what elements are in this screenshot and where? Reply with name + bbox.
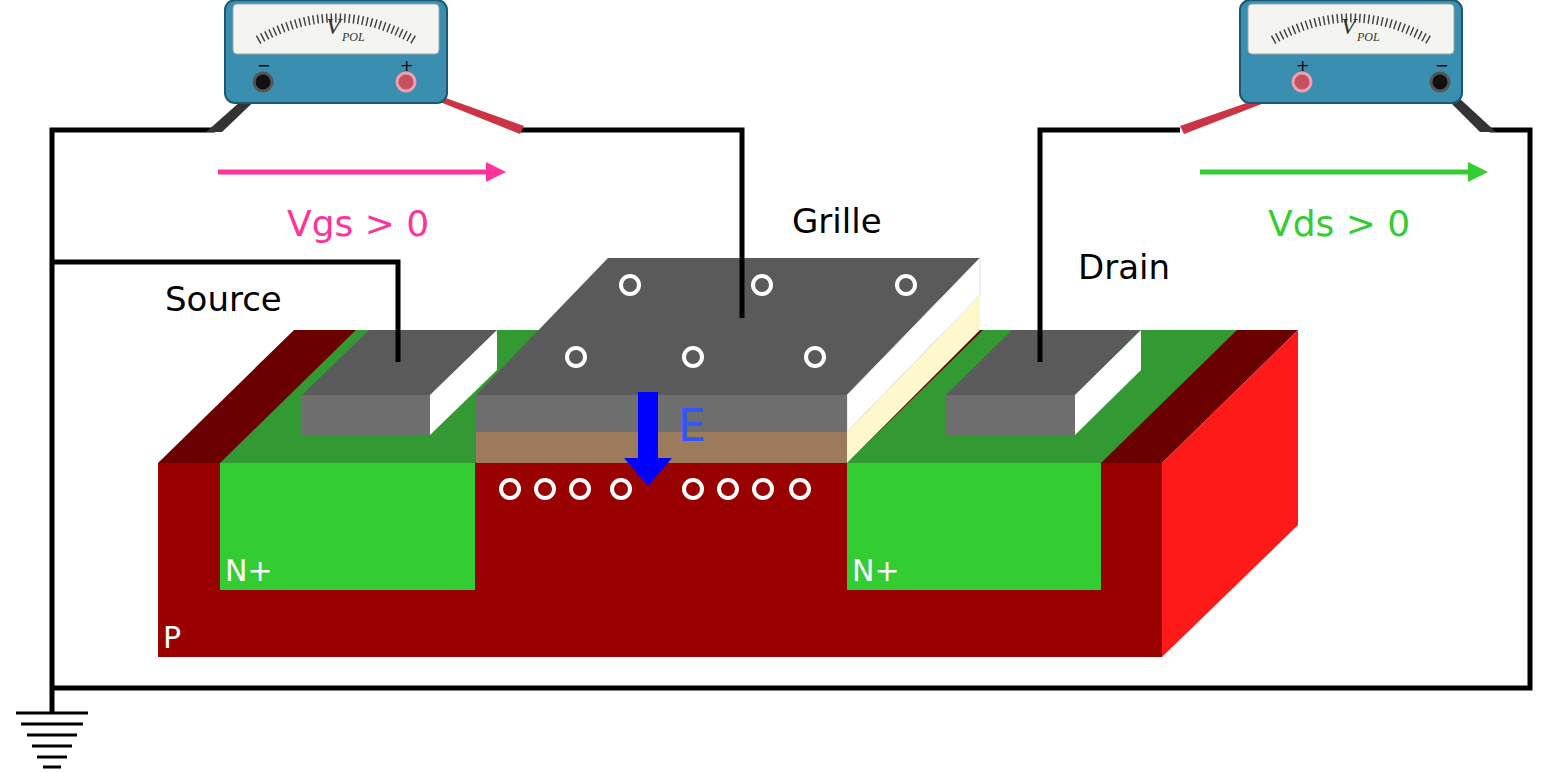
wire xyxy=(50,688,55,712)
ground-bar xyxy=(32,745,72,748)
field-label: E xyxy=(678,404,706,448)
meter-terminal xyxy=(1293,73,1311,91)
electron-circle xyxy=(536,480,554,498)
electron-circle xyxy=(684,480,702,498)
drain-contact-front xyxy=(946,395,1075,435)
vgs-arrowhead xyxy=(486,162,506,182)
n-plus-region: N+ xyxy=(220,463,475,590)
region-label: P xyxy=(163,623,181,653)
n-plus-region: N+ xyxy=(847,463,1101,590)
drain-contact-side xyxy=(1075,330,1141,435)
terminal-name: Grille xyxy=(792,204,882,238)
voltmeter xyxy=(206,0,524,134)
vds-arrowhead xyxy=(1468,162,1488,182)
electron-circle xyxy=(791,480,809,498)
voltmeter xyxy=(1180,0,1496,134)
oxide-front xyxy=(476,432,847,463)
meter-subscript: POL xyxy=(1357,31,1380,43)
electron-circle xyxy=(571,480,589,498)
meter-terminal xyxy=(254,73,272,91)
source-contact-front xyxy=(302,395,430,435)
charge-circle xyxy=(753,276,771,294)
meter-body xyxy=(1240,0,1462,103)
charge-circle xyxy=(806,348,824,366)
vds-arrow xyxy=(1200,170,1470,175)
meter-body xyxy=(225,0,447,103)
voltage-label: Vds > 0 xyxy=(1268,206,1410,242)
charge-circle xyxy=(567,348,585,366)
wire xyxy=(52,130,1530,688)
wires xyxy=(52,130,1530,712)
wire xyxy=(520,130,742,318)
meter-symbol: V xyxy=(1341,14,1356,38)
channel-electrons xyxy=(501,480,809,498)
electron-circle xyxy=(754,480,772,498)
charge-circle xyxy=(684,348,702,366)
ground-bar xyxy=(37,756,67,759)
vgs-arrow xyxy=(218,170,488,175)
ground-bar xyxy=(27,734,77,737)
p-substrate: P N+ N+ xyxy=(158,463,1162,657)
meter-face xyxy=(233,4,439,54)
oxide-side xyxy=(847,295,980,463)
electron-circle xyxy=(719,480,737,498)
meter-symbol: V xyxy=(326,14,341,38)
ground-bar xyxy=(16,712,88,715)
wire xyxy=(52,262,398,362)
charge-circle xyxy=(621,276,639,294)
terminal-name: Source xyxy=(165,282,282,316)
terminal-sign: + xyxy=(1296,58,1309,74)
meter-terminal xyxy=(1431,73,1449,91)
field-arrow xyxy=(638,392,658,460)
ground-bar xyxy=(43,766,61,769)
gate-front xyxy=(476,395,847,432)
terminal-sign: − xyxy=(1435,58,1448,74)
ground-bar xyxy=(21,723,83,726)
electron-circle xyxy=(501,480,519,498)
terminal-sign: + xyxy=(400,58,413,74)
ground-symbol xyxy=(16,713,88,767)
voltage-label: Vgs > 0 xyxy=(287,206,429,242)
field-arrowhead xyxy=(624,458,672,486)
region-label: N+ xyxy=(225,556,273,586)
region-label: N+ xyxy=(852,556,900,586)
terminal-name: Drain xyxy=(1078,250,1170,284)
charge-circle xyxy=(897,276,915,294)
meter-face xyxy=(1248,4,1454,54)
meter-terminal xyxy=(397,73,415,91)
meter-subscript: POL xyxy=(342,31,365,43)
electron-circle xyxy=(612,480,630,498)
terminal-sign: − xyxy=(257,58,270,74)
wire xyxy=(1040,130,1180,362)
